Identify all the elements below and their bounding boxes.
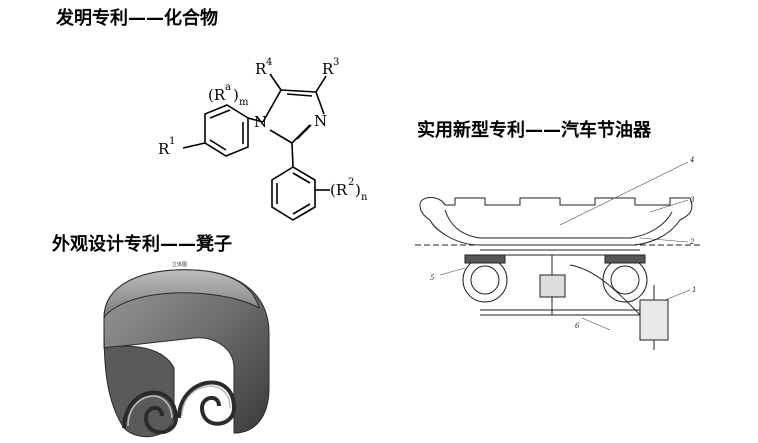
- part-number-6: 6: [575, 322, 580, 330]
- fuel-saver-drawing: 4 3 2 1 5 6: [415, 156, 700, 350]
- ra-label: (R: [208, 86, 226, 104]
- r4-superscript: 4: [266, 57, 272, 68]
- utility-patent-heading: 实用新型专利——汽车节油器: [417, 120, 651, 141]
- part-number-3: 3: [690, 196, 695, 204]
- left-phenyl-ring: [204, 104, 249, 157]
- imidazole-ring: [262, 89, 325, 144]
- r4-label: R: [255, 60, 267, 78]
- part-number-4: 4: [689, 156, 694, 164]
- substituent-bonds: [182, 73, 327, 168]
- ra-close-paren: ): [233, 86, 239, 104]
- r2-label: (R: [330, 181, 348, 199]
- ra-subscript: m: [239, 97, 249, 108]
- leader-lines: [439, 161, 691, 331]
- part-number-1: 1: [692, 286, 696, 294]
- r1-label: R: [158, 140, 170, 158]
- stool-spirals: [122, 380, 237, 435]
- part-number-5: 5: [430, 274, 435, 282]
- stool-spiral-highlights: [127, 385, 231, 427]
- chemical-structure-figure: R 4 R 3 (R a ) m R 1 N N (R 2 ) n: [158, 57, 368, 221]
- r3-label: R: [322, 60, 334, 78]
- r3-superscript: 3: [333, 57, 339, 68]
- r1-superscript: 1: [169, 136, 175, 147]
- fuel-lines: [480, 255, 669, 350]
- ra-superscript: a: [225, 82, 231, 93]
- stool-design-figure: 立体图: [103, 261, 270, 438]
- stool-seat: [103, 269, 260, 319]
- bottom-phenyl-ring: [271, 166, 330, 221]
- r2-superscript: 2: [348, 177, 354, 188]
- r2-close-paren: ): [355, 181, 361, 199]
- invention-patent-heading: 发明专利——化合物: [56, 8, 218, 29]
- r2-subscript: n: [361, 192, 368, 203]
- part-number-2: 2: [689, 238, 695, 246]
- stool-caption: 立体图: [172, 261, 187, 268]
- n3-atom-label: N: [314, 112, 327, 130]
- design-patent-heading: 外观设计专利——凳子: [52, 234, 232, 255]
- n1-atom-label: N: [254, 113, 267, 131]
- manifold-outline: [415, 197, 700, 256]
